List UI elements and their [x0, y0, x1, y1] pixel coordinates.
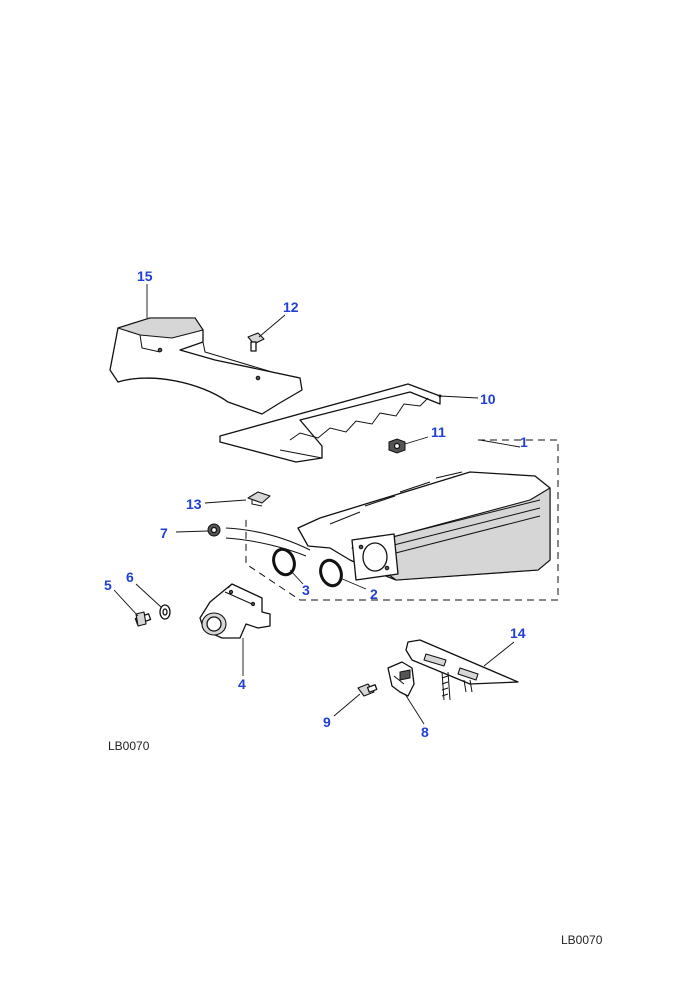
- part-12-bolt[interactable]: [247, 332, 265, 352]
- part-8-clamp-bracket[interactable]: [387, 661, 415, 697]
- callout-5: 5: [104, 577, 112, 593]
- callout-1: 1: [520, 434, 528, 450]
- part-9-bolt[interactable]: [357, 683, 378, 697]
- callout-8: 8: [421, 724, 429, 740]
- part-1-intake-manifold[interactable]: [225, 439, 559, 601]
- callout-2: 2: [370, 586, 378, 602]
- part-13-clip[interactable]: [247, 491, 271, 507]
- callout-11: 11: [431, 424, 446, 440]
- part-3-o-ring[interactable]: [270, 546, 298, 577]
- callout-labels: 1 2 3 4 5 6 7 8 9 10 11 12 13 14 15: [104, 268, 528, 740]
- callout-13: 13: [186, 496, 202, 512]
- callout-15: 15: [137, 268, 153, 284]
- part-4-thermostat-housing[interactable]: [199, 583, 271, 639]
- part-11-nut[interactable]: [388, 438, 406, 454]
- part-7-grommet[interactable]: [207, 523, 221, 537]
- callout-3: 3: [302, 582, 310, 598]
- part-14-bracket[interactable]: [405, 639, 519, 701]
- leader-lines: [113, 284, 521, 725]
- part-6-washer[interactable]: [159, 604, 171, 620]
- callout-9: 9: [323, 714, 331, 730]
- callout-4: 4: [238, 676, 246, 692]
- diagram-reference-inline: LB0070: [108, 739, 150, 753]
- callout-14: 14: [510, 625, 526, 641]
- part-2-o-ring[interactable]: [317, 557, 345, 588]
- callout-7: 7: [160, 525, 168, 541]
- part-5-bolt[interactable]: [134, 611, 152, 627]
- callout-6: 6: [126, 569, 134, 585]
- part-10-heat-shield[interactable]: [219, 383, 441, 463]
- callout-12: 12: [283, 299, 299, 315]
- diagram-reference-footer: LB0070: [561, 933, 603, 947]
- part-15-engine-cover[interactable]: [109, 317, 303, 415]
- callout-10: 10: [480, 391, 496, 407]
